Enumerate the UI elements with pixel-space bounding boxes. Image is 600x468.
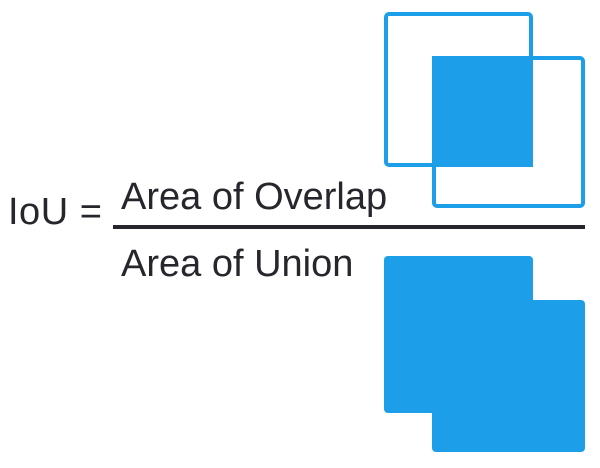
formula-left-hand-side: IoU =	[8, 191, 103, 233]
formula-numerator: Area of Overlap	[121, 176, 388, 218]
fraction-bar	[113, 225, 585, 229]
intersection-svg	[384, 12, 585, 208]
union-box-b-filled	[432, 300, 585, 452]
intersection-diagram	[370, 0, 600, 220]
overlap-filled-region-top	[434, 58, 531, 165]
formula-denominator: Area of Union	[121, 243, 354, 285]
union-diagram	[370, 244, 600, 468]
union-svg	[384, 256, 585, 452]
